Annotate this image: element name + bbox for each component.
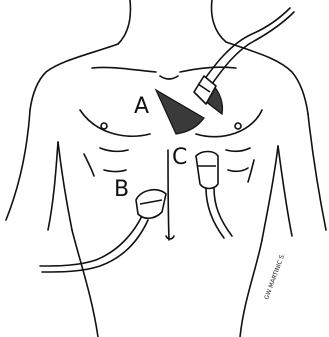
ultrasound-probe-icon — [136, 190, 166, 219]
neck-outline-right — [212, 0, 226, 42]
right-pectoral — [196, 110, 262, 137]
abdominal-line — [226, 148, 250, 151]
probe-a-cable — [204, 8, 290, 80]
abdominal-line — [228, 168, 248, 171]
probe-c-cable-edge — [214, 188, 232, 236]
right-clavicle — [180, 67, 236, 72]
ultrasound-beam-sector-a — [156, 90, 204, 134]
rib-line — [84, 154, 94, 176]
left-hip-outline — [72, 230, 98, 337]
left-shoulder-outline — [30, 44, 118, 110]
label-b: B — [114, 177, 129, 202]
neck-outline — [118, 0, 131, 44]
left-arm-inner — [48, 142, 58, 230]
artist-signature: GW MARTINIC S. — [263, 252, 286, 301]
rib-line — [248, 160, 254, 182]
label-c: C — [172, 145, 187, 170]
sternal-notch — [160, 76, 178, 79]
linea-alba — [168, 150, 169, 240]
abdominal-line — [100, 148, 128, 151]
navel — [166, 236, 174, 239]
probe-a-cable-edge — [212, 12, 294, 84]
label-a: A — [134, 94, 149, 119]
right-arm-outline — [308, 114, 326, 230]
left-nipple — [101, 123, 107, 129]
probe-b-cable-edge — [42, 220, 148, 272]
abdominal-line — [104, 170, 126, 172]
probe-b-cable — [40, 216, 142, 266]
right-nipple — [235, 123, 241, 129]
right-hip-outline — [240, 240, 262, 337]
left-torso-side — [58, 142, 72, 230]
ultrasound-probe-icon — [196, 152, 218, 189]
right-torso-side — [262, 146, 278, 240]
right-arm-inner — [278, 146, 292, 236]
left-arm-outline — [6, 110, 30, 220]
left-clavicle — [92, 67, 156, 72]
